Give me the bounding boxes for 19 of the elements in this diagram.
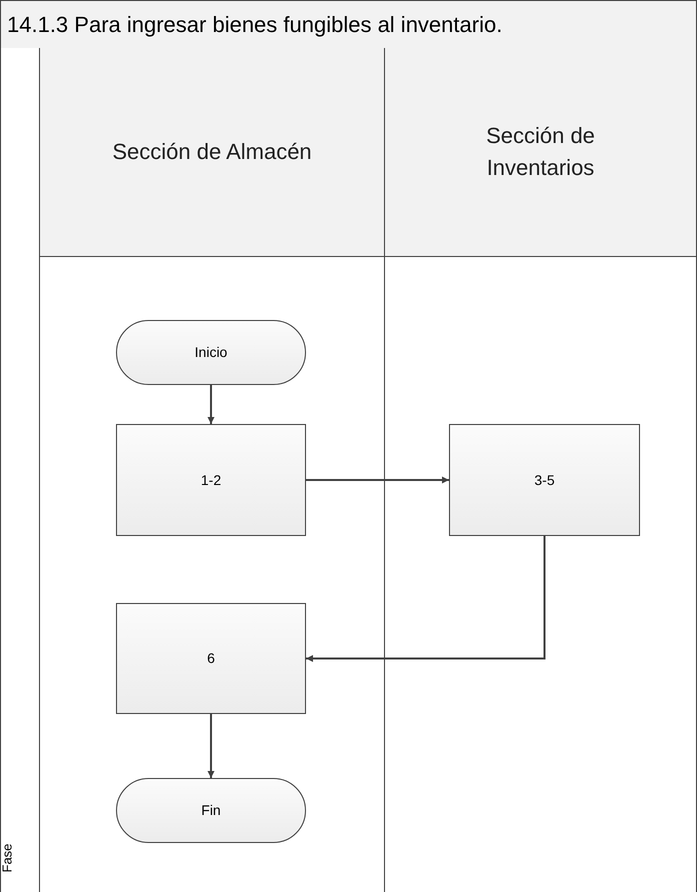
node-label: 6 — [207, 649, 215, 668]
arrow — [306, 536, 546, 662]
diagram-title: 14.1.3 Para ingresar bienes fungibles al inventario. — [7, 11, 502, 39]
phase-label: Fase — [0, 843, 16, 872]
process-box — [116, 603, 306, 714]
phase-column — [0, 48, 40, 892]
process-box — [116, 424, 306, 536]
node-label: 3-5 — [534, 470, 555, 490]
arrow — [208, 714, 214, 778]
process-box — [449, 424, 640, 536]
lane-header: Sección de Inventarios — [485, 122, 596, 182]
swimlane — [385, 48, 697, 892]
arrow — [208, 385, 214, 424]
node-label: 1-2 — [200, 470, 222, 490]
lane-header: Sección de Almacén — [112, 138, 312, 166]
node-label: Fin — [201, 801, 221, 820]
arrow — [306, 476, 449, 484]
swimlane — [40, 48, 385, 892]
node-label: Inicio — [194, 343, 228, 362]
